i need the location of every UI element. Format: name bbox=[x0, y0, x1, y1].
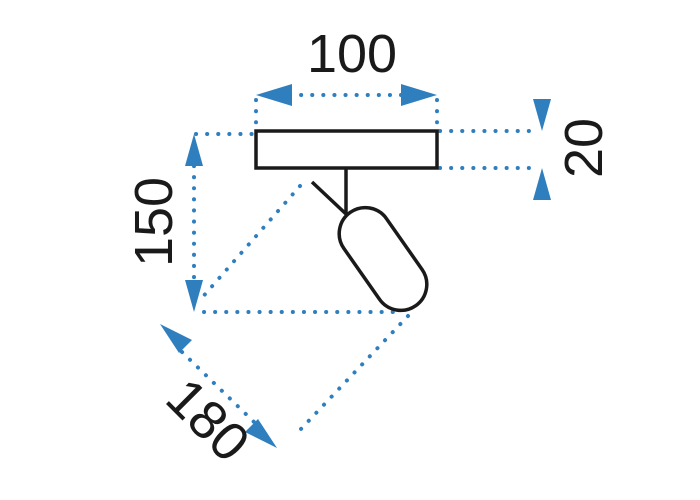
reach-ext-lower bbox=[298, 314, 410, 432]
width-arrow-left bbox=[256, 84, 292, 106]
reach-label: 180 bbox=[155, 367, 261, 473]
base-arrow-bottom bbox=[533, 168, 551, 200]
drop-dimension: 150 bbox=[124, 132, 402, 314]
width-arrow-right bbox=[401, 84, 437, 106]
width-dimension: 100 bbox=[254, 24, 439, 130]
base-height-label: 20 bbox=[554, 118, 614, 178]
mounting-base bbox=[254, 129, 439, 170]
base-arrow-top bbox=[533, 99, 551, 131]
reach-ext-upper bbox=[198, 184, 302, 302]
lamp-head bbox=[337, 205, 429, 313]
drop-label: 150 bbox=[124, 177, 184, 267]
width-label: 100 bbox=[307, 24, 397, 84]
drop-arrow-top bbox=[185, 134, 203, 166]
spotlight-fixture bbox=[254, 129, 439, 313]
base-height-dimension: 20 bbox=[438, 99, 614, 200]
drop-arrow-bottom bbox=[185, 280, 203, 312]
reach-arrow-bottom bbox=[245, 419, 277, 448]
cable bbox=[310, 180, 348, 216]
reach-arrow-top bbox=[160, 324, 192, 353]
